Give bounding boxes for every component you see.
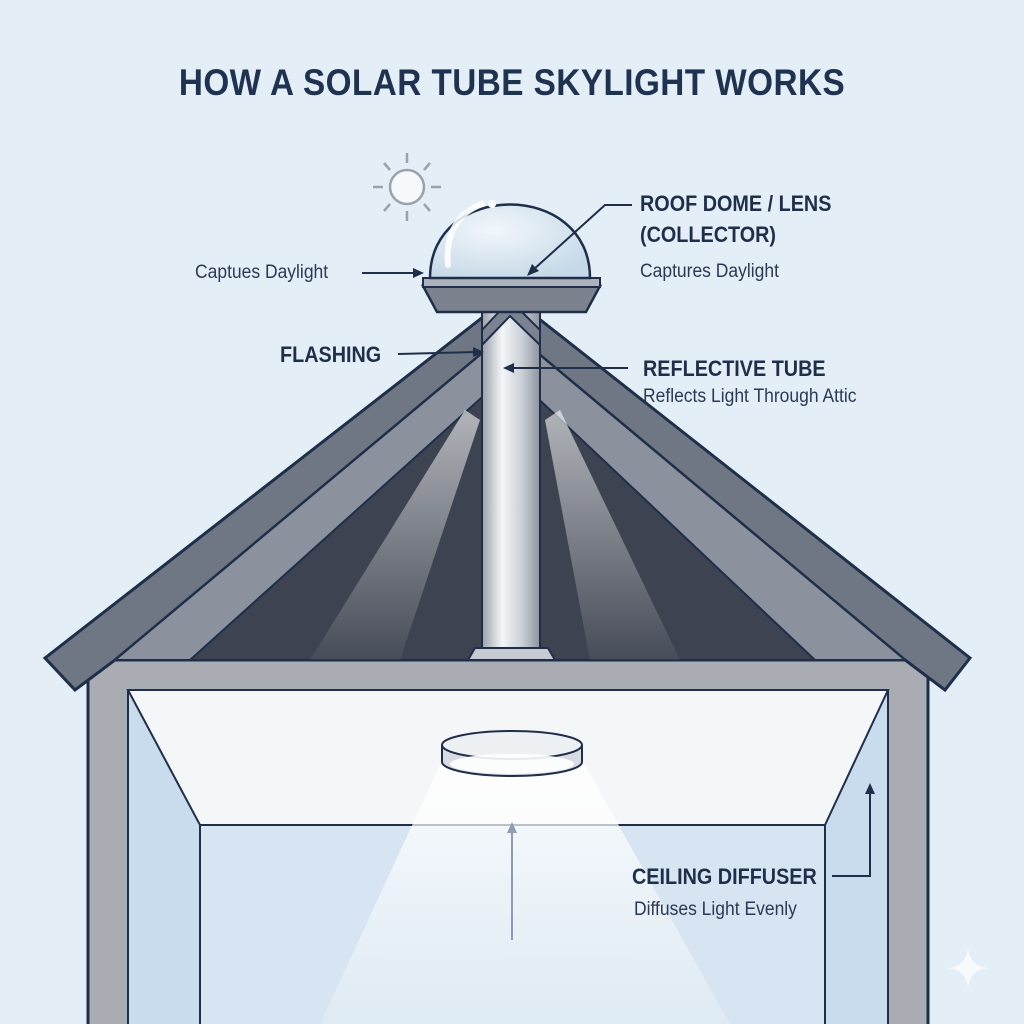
dome-title-line2: (COLLECTOR) (640, 222, 777, 247)
tube-title: REFLECTIVE TUBE (643, 356, 826, 381)
roof (42, 294, 973, 693)
ceiling-diffuser (441, 730, 583, 777)
tube-caption: Reflects Light Through Attic (643, 386, 857, 407)
roof-dome (420, 200, 603, 314)
diffuser-title: CEILING DIFFUSER (632, 864, 817, 889)
sun-icon (373, 153, 441, 221)
dome-title-line1: ROOF DOME / LENS (640, 191, 832, 216)
page-title: HOW A SOLAR TUBE SKYLIGHT WORKS (178, 62, 846, 103)
callout-arrows (362, 204, 875, 940)
light-beam-right (545, 410, 680, 660)
sparkle-icon (948, 948, 988, 988)
dome-left-caption: Captues Daylight (195, 262, 329, 283)
flashing-label: FLASHING (280, 342, 382, 367)
light-beam-left (310, 410, 480, 660)
dome-caption: Captures Daylight (640, 261, 779, 282)
light-cone (320, 765, 730, 1024)
room (86, 658, 930, 1024)
diffuser-caption: Diffuses Light Evenly (634, 899, 797, 920)
